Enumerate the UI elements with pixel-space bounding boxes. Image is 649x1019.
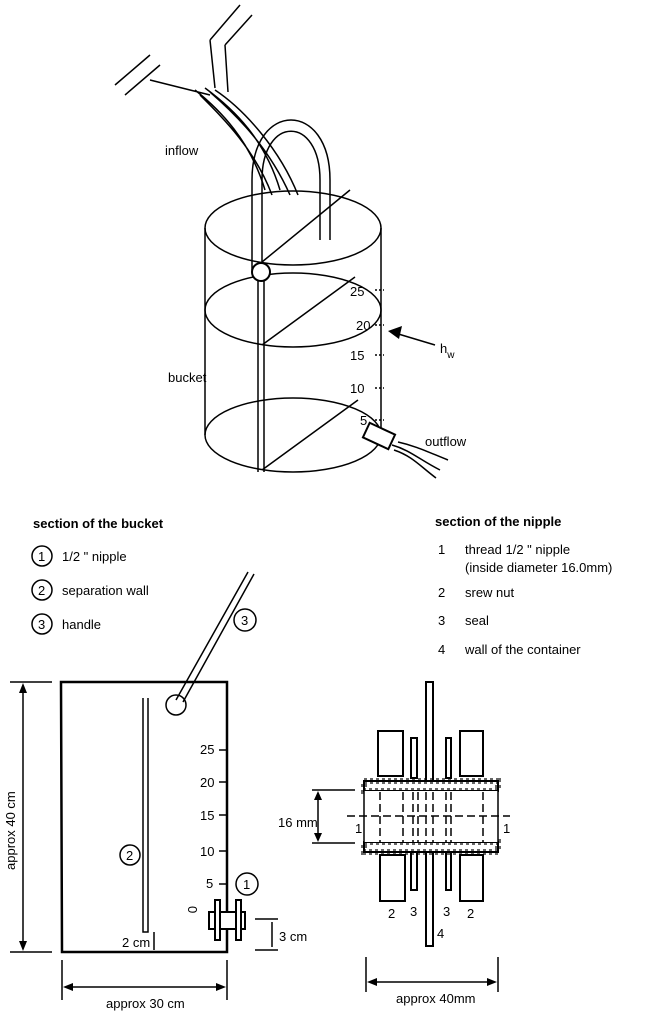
scale-label: 20: [200, 775, 214, 790]
inflow-pipe: [114, 4, 299, 196]
legend-label: seal: [465, 613, 489, 628]
nipple: [208, 899, 246, 941]
legend-number: 2: [38, 583, 45, 598]
scale-label: 20: [356, 318, 370, 333]
scale-label: 10: [200, 844, 214, 859]
legend-label: (inside diameter 16.0mm): [465, 560, 612, 575]
legend-number: 1: [38, 549, 45, 564]
part-label: 2: [467, 906, 474, 921]
scale-label: 5: [360, 413, 367, 428]
legend-label: handle: [62, 617, 101, 632]
outflow-fitting: [361, 421, 449, 479]
legend-label: separation wall: [62, 583, 149, 598]
width-dimension-label: approx 40mm: [396, 991, 475, 1006]
bucket-label: bucket: [168, 370, 207, 385]
bucket-section-legend: section of the bucket 1 1/2 " nipple 2 s…: [31, 516, 164, 635]
handle-pivot: [251, 262, 271, 282]
part-label: 1: [355, 821, 362, 836]
part-label: 3: [410, 904, 417, 919]
callout-number: 2: [126, 848, 133, 863]
scale-label: 25: [200, 742, 214, 757]
nipple-section-drawing: 16 mm 1 1 2 3 3 2 4 approx 40mm: [278, 681, 510, 1006]
diameter-label: 16 mm: [278, 815, 318, 830]
part-label: 2: [388, 906, 395, 921]
handle-pivot: [165, 694, 187, 716]
scale-label: 10: [350, 381, 364, 396]
nipple-section-legend: section of the nipple 1 thread 1/2 " nip…: [435, 514, 612, 657]
inflow-label: inflow: [165, 143, 199, 158]
legend-label: srew nut: [465, 585, 515, 600]
legend-number: 1: [438, 542, 445, 557]
part-label: 4: [437, 926, 444, 941]
legend-label: wall of the container: [464, 642, 581, 657]
scale-label: 0: [185, 906, 200, 913]
legend-label: thread 1/2 " nipple: [465, 542, 570, 557]
width-dimension-label: approx 30 cm: [106, 996, 185, 1011]
bucket-section-drawing: 3 2 2 cm 25 20 15 10 5 0 1 3 cm approx 4…: [3, 571, 307, 1011]
legend-number: 3: [38, 617, 45, 632]
legend-number: 4: [438, 642, 445, 657]
bucket-section-title: section of the bucket: [33, 516, 164, 531]
height-dimension-label: approx 40 cm: [3, 791, 18, 870]
legend-number: 3: [438, 613, 445, 628]
hw-arrow-icon: [388, 326, 402, 339]
hw-label: hw: [440, 341, 455, 361]
part-label: 1: [503, 821, 510, 836]
bucket-perspective: 25 20 15 10 5 hw inflow bucket outflow: [114, 4, 467, 479]
outflow-label: outflow: [425, 434, 467, 449]
scale-label: 15: [350, 348, 364, 363]
nipple-height-label: 3 cm: [279, 929, 307, 944]
handle: [251, 119, 331, 270]
callout-number: 3: [241, 613, 248, 628]
legend-number: 2: [438, 585, 445, 600]
scale-label: 25: [350, 284, 364, 299]
part-label: 3: [443, 904, 450, 919]
wall-gap-label: 2 cm: [122, 935, 150, 950]
number-circle: [31, 545, 53, 567]
nipple-section-title: section of the nipple: [435, 514, 561, 529]
scale-label: 5: [206, 876, 213, 891]
scale-label: 15: [200, 808, 214, 823]
callout-number: 1: [243, 877, 250, 892]
number-circle: [31, 579, 53, 601]
number-circle: [31, 613, 53, 635]
legend-label: 1/2 " nipple: [62, 549, 127, 564]
